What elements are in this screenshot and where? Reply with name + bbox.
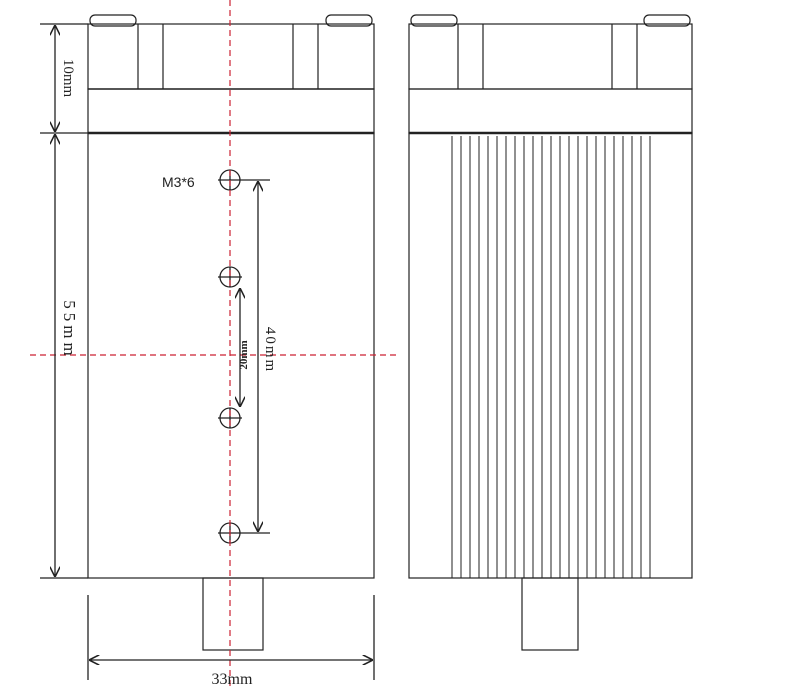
label-hole-spacing: 40mm: [262, 327, 278, 373]
side-nozzle: [521, 577, 579, 651]
front-clip-right: [325, 14, 373, 27]
front-nozzle: [202, 577, 264, 651]
side-clip-left: [410, 14, 458, 27]
side-clip-right: [643, 14, 691, 27]
side-top-cap: [408, 14, 693, 135]
mounting-hole: [218, 522, 270, 544]
mounting-hole: [218, 169, 270, 191]
label-top-height: 10mm: [60, 59, 76, 98]
label-hole-spec: M3*6: [162, 174, 195, 190]
label-hole-step: 20mm: [238, 340, 250, 369]
dimensions: [40, 23, 375, 680]
cooling-fins: [451, 136, 651, 578]
label-width: 33mm: [212, 671, 253, 688]
front-top-cap: [87, 14, 375, 135]
front-clip-left: [89, 14, 137, 27]
centerlines: [30, 0, 400, 690]
front-view: [87, 14, 375, 651]
label-body-height: 55mm: [60, 300, 79, 359]
side-view: [408, 14, 693, 651]
